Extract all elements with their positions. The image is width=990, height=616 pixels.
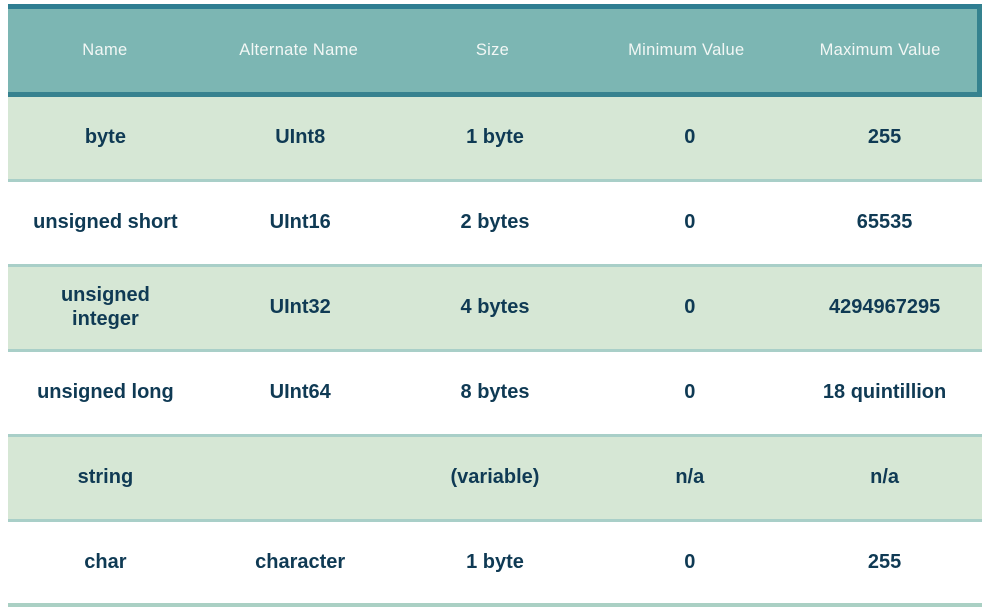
table-body: byte UInt8 1 byte 0 255 unsigned short U… [8,97,982,607]
cell-name: unsigned long [37,381,174,404]
cell-alternate-name: UInt64 [269,381,331,404]
table-row: unsigned long UInt64 8 bytes 0 18 quinti… [8,352,982,437]
cell-minimum-value: 0 [684,381,696,404]
cell-alternate-name: UInt16 [269,211,331,234]
cell-maximum-value: 255 [867,550,902,573]
header-cell-maximum-value: Maximum Value [819,41,941,59]
cell-name: unsigned short [33,211,178,234]
cell-minimum-value: 0 [684,296,696,319]
cell-minimum-value: 0 [684,211,696,234]
cell-size: 1 byte [466,126,524,149]
cell-size: 4 bytes [460,296,530,319]
table-header-row: Name Alternate Name Size Minimum Value M… [8,4,982,97]
cell-name: char [84,550,127,573]
table-row: string (variable) n/a n/a [8,437,982,522]
cell-alternate-name: UInt32 [269,296,331,319]
header-cell-minimum-value: Minimum Value [628,41,745,59]
cell-minimum-value: 0 [684,550,696,573]
cell-name: unsigned integer [60,284,150,330]
cell-alternate-name [203,437,398,519]
cell-minimum-value: n/a [675,466,705,489]
cell-maximum-value: n/a [870,466,900,489]
table-row: byte UInt8 1 byte 0 255 [8,97,982,182]
header-cell-name: Name [82,41,128,59]
cell-maximum-value: 65535 [856,211,913,234]
cell-alternate-name: character [255,550,346,573]
table-row: unsigned integer UInt32 4 bytes 0 429496… [8,267,982,352]
header-cell-alternate-name: Alternate Name [239,41,359,59]
cell-maximum-value: 4294967295 [828,296,941,319]
cell-maximum-value: 255 [867,126,902,149]
data-types-table: Name Alternate Name Size Minimum Value M… [8,4,982,607]
cell-size: (variable) [450,466,540,489]
table-row: unsigned short UInt16 2 bytes 0 65535 [8,182,982,267]
table-row: char character 1 byte 0 255 [8,522,982,607]
cell-maximum-value: 18 quintillion [822,381,947,404]
cell-size: 2 bytes [460,211,530,234]
cell-size: 8 bytes [460,381,530,404]
header-cell-size: Size [475,41,510,59]
cell-minimum-value: 0 [684,126,696,149]
cell-name: string [77,466,134,489]
cell-size: 1 byte [466,550,524,573]
cell-alternate-name: UInt8 [275,126,326,149]
cell-name: byte [84,126,126,149]
